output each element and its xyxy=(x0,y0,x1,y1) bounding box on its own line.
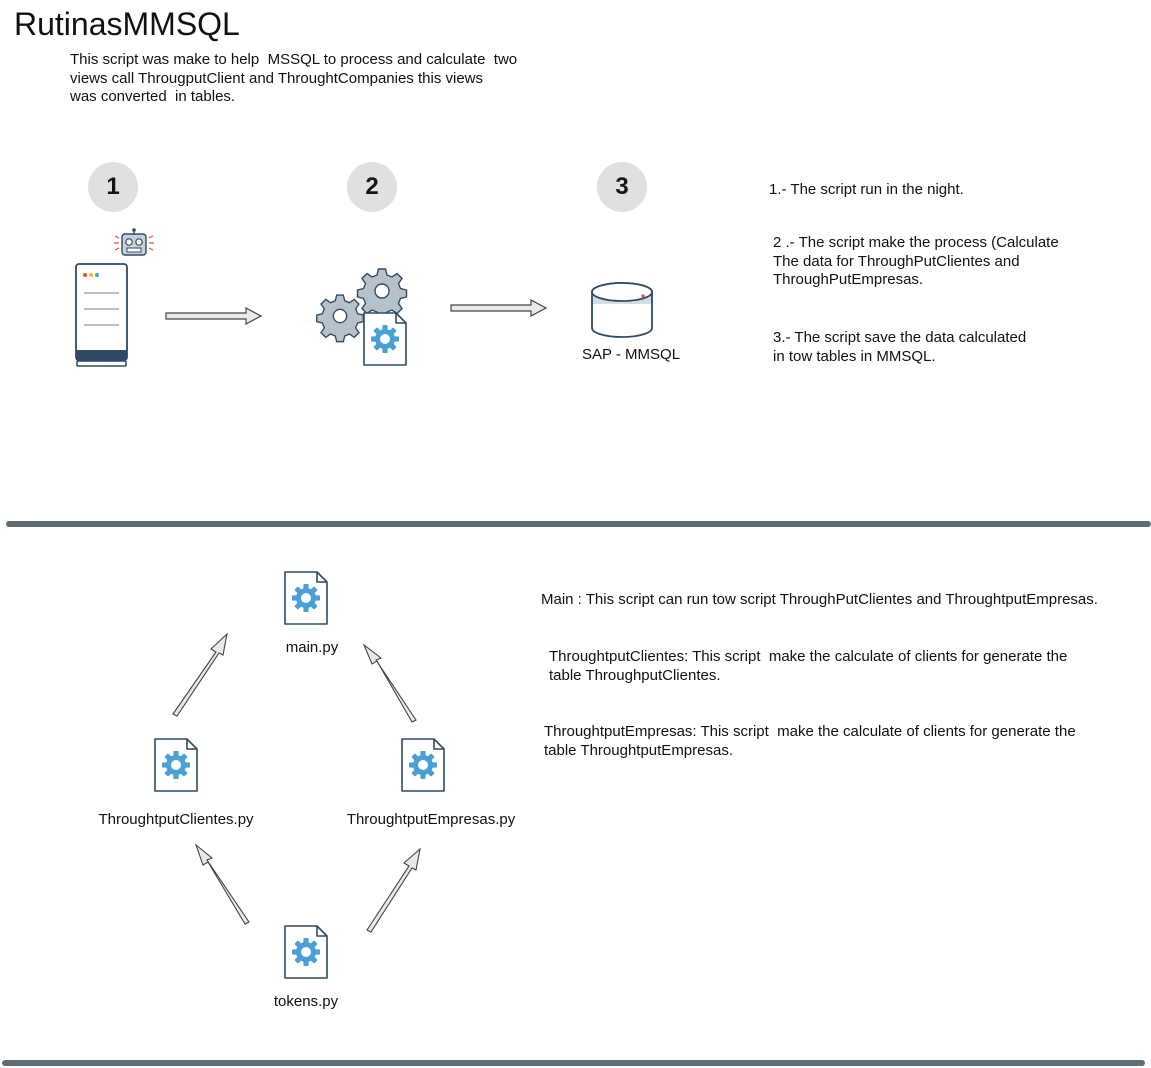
note-line: The data for ThroughPutClientes and xyxy=(773,252,1020,270)
intro-line: was converted in tables. xyxy=(70,88,236,105)
arrow-tokens-to-empresas xyxy=(366,847,421,933)
intro-line: views call ThrougputClient and ThroughtC… xyxy=(70,69,483,87)
note-line: in tow tables in MMSQL. xyxy=(773,347,936,365)
section-divider xyxy=(6,521,1151,527)
note-line: Main : This script can run tow script Th… xyxy=(541,591,1098,608)
arrow-clientes-to-main xyxy=(172,632,228,717)
note-line: 2 .- The script make the process (Calcul… xyxy=(773,234,1059,251)
file-icon-main xyxy=(284,571,328,625)
arrow-tokens-to-clientes xyxy=(194,843,250,925)
page-title: RutinasMMSQL xyxy=(14,6,240,42)
intro-text: This script was make to help MSSQL to pr… xyxy=(70,51,570,107)
arrow-empresas-to-main xyxy=(362,643,417,723)
robot-icon xyxy=(114,228,154,256)
step-badge-3: 3 xyxy=(597,162,647,212)
note-line: table ThroughputClientes. xyxy=(549,666,721,684)
file-icon-empresas xyxy=(401,738,445,792)
intro-line: This script was make to help MSSQL to pr… xyxy=(70,51,518,68)
note-line: ThroughPutEmpresas. xyxy=(773,271,924,288)
note-empresas: ThroughtputEmpresas: This script make th… xyxy=(544,723,1076,760)
note-line: ThroughtputClientes: This script make th… xyxy=(549,648,1068,665)
server-icon xyxy=(75,263,128,367)
note-line: 1.- The script run in the night. xyxy=(769,181,964,198)
note-line: ThroughtputEmpresas: This script make th… xyxy=(544,723,1076,740)
note-step-3: 3.- The script save the data calculated … xyxy=(773,329,1026,366)
note-line: 3.- The script save the data calculated xyxy=(773,329,1027,346)
file-icon-tokens xyxy=(284,925,328,979)
arrow-step1-to-step2 xyxy=(165,307,263,325)
file-icon-clientes xyxy=(154,738,198,792)
step-badge-1: 1 xyxy=(88,162,138,212)
bottom-divider xyxy=(2,1060,1145,1066)
database-label: SAP - MMSQL xyxy=(581,346,681,363)
note-step-2: 2 .- The script make the process (Calcul… xyxy=(773,234,1059,290)
arrow-step2-to-step3 xyxy=(450,299,548,317)
file-label-tokens: tokens.py xyxy=(273,993,339,1010)
file-label-clientes: ThroughtputClientes.py xyxy=(98,811,254,828)
file-label-empresas: ThroughtputEmpresas.py xyxy=(346,811,516,828)
note-step-1: 1.- The script run in the night. xyxy=(769,181,964,200)
database-icon xyxy=(591,282,653,338)
note-clientes: ThroughtputClientes: This script make th… xyxy=(549,648,1067,685)
step-badge-2: 2 xyxy=(347,162,397,212)
note-main: Main : This script can run tow script Th… xyxy=(541,591,1098,610)
gears-process-icon xyxy=(316,268,408,366)
note-line: table ThroughtputEmpresas. xyxy=(544,741,734,759)
file-label-main: main.py xyxy=(285,639,339,656)
